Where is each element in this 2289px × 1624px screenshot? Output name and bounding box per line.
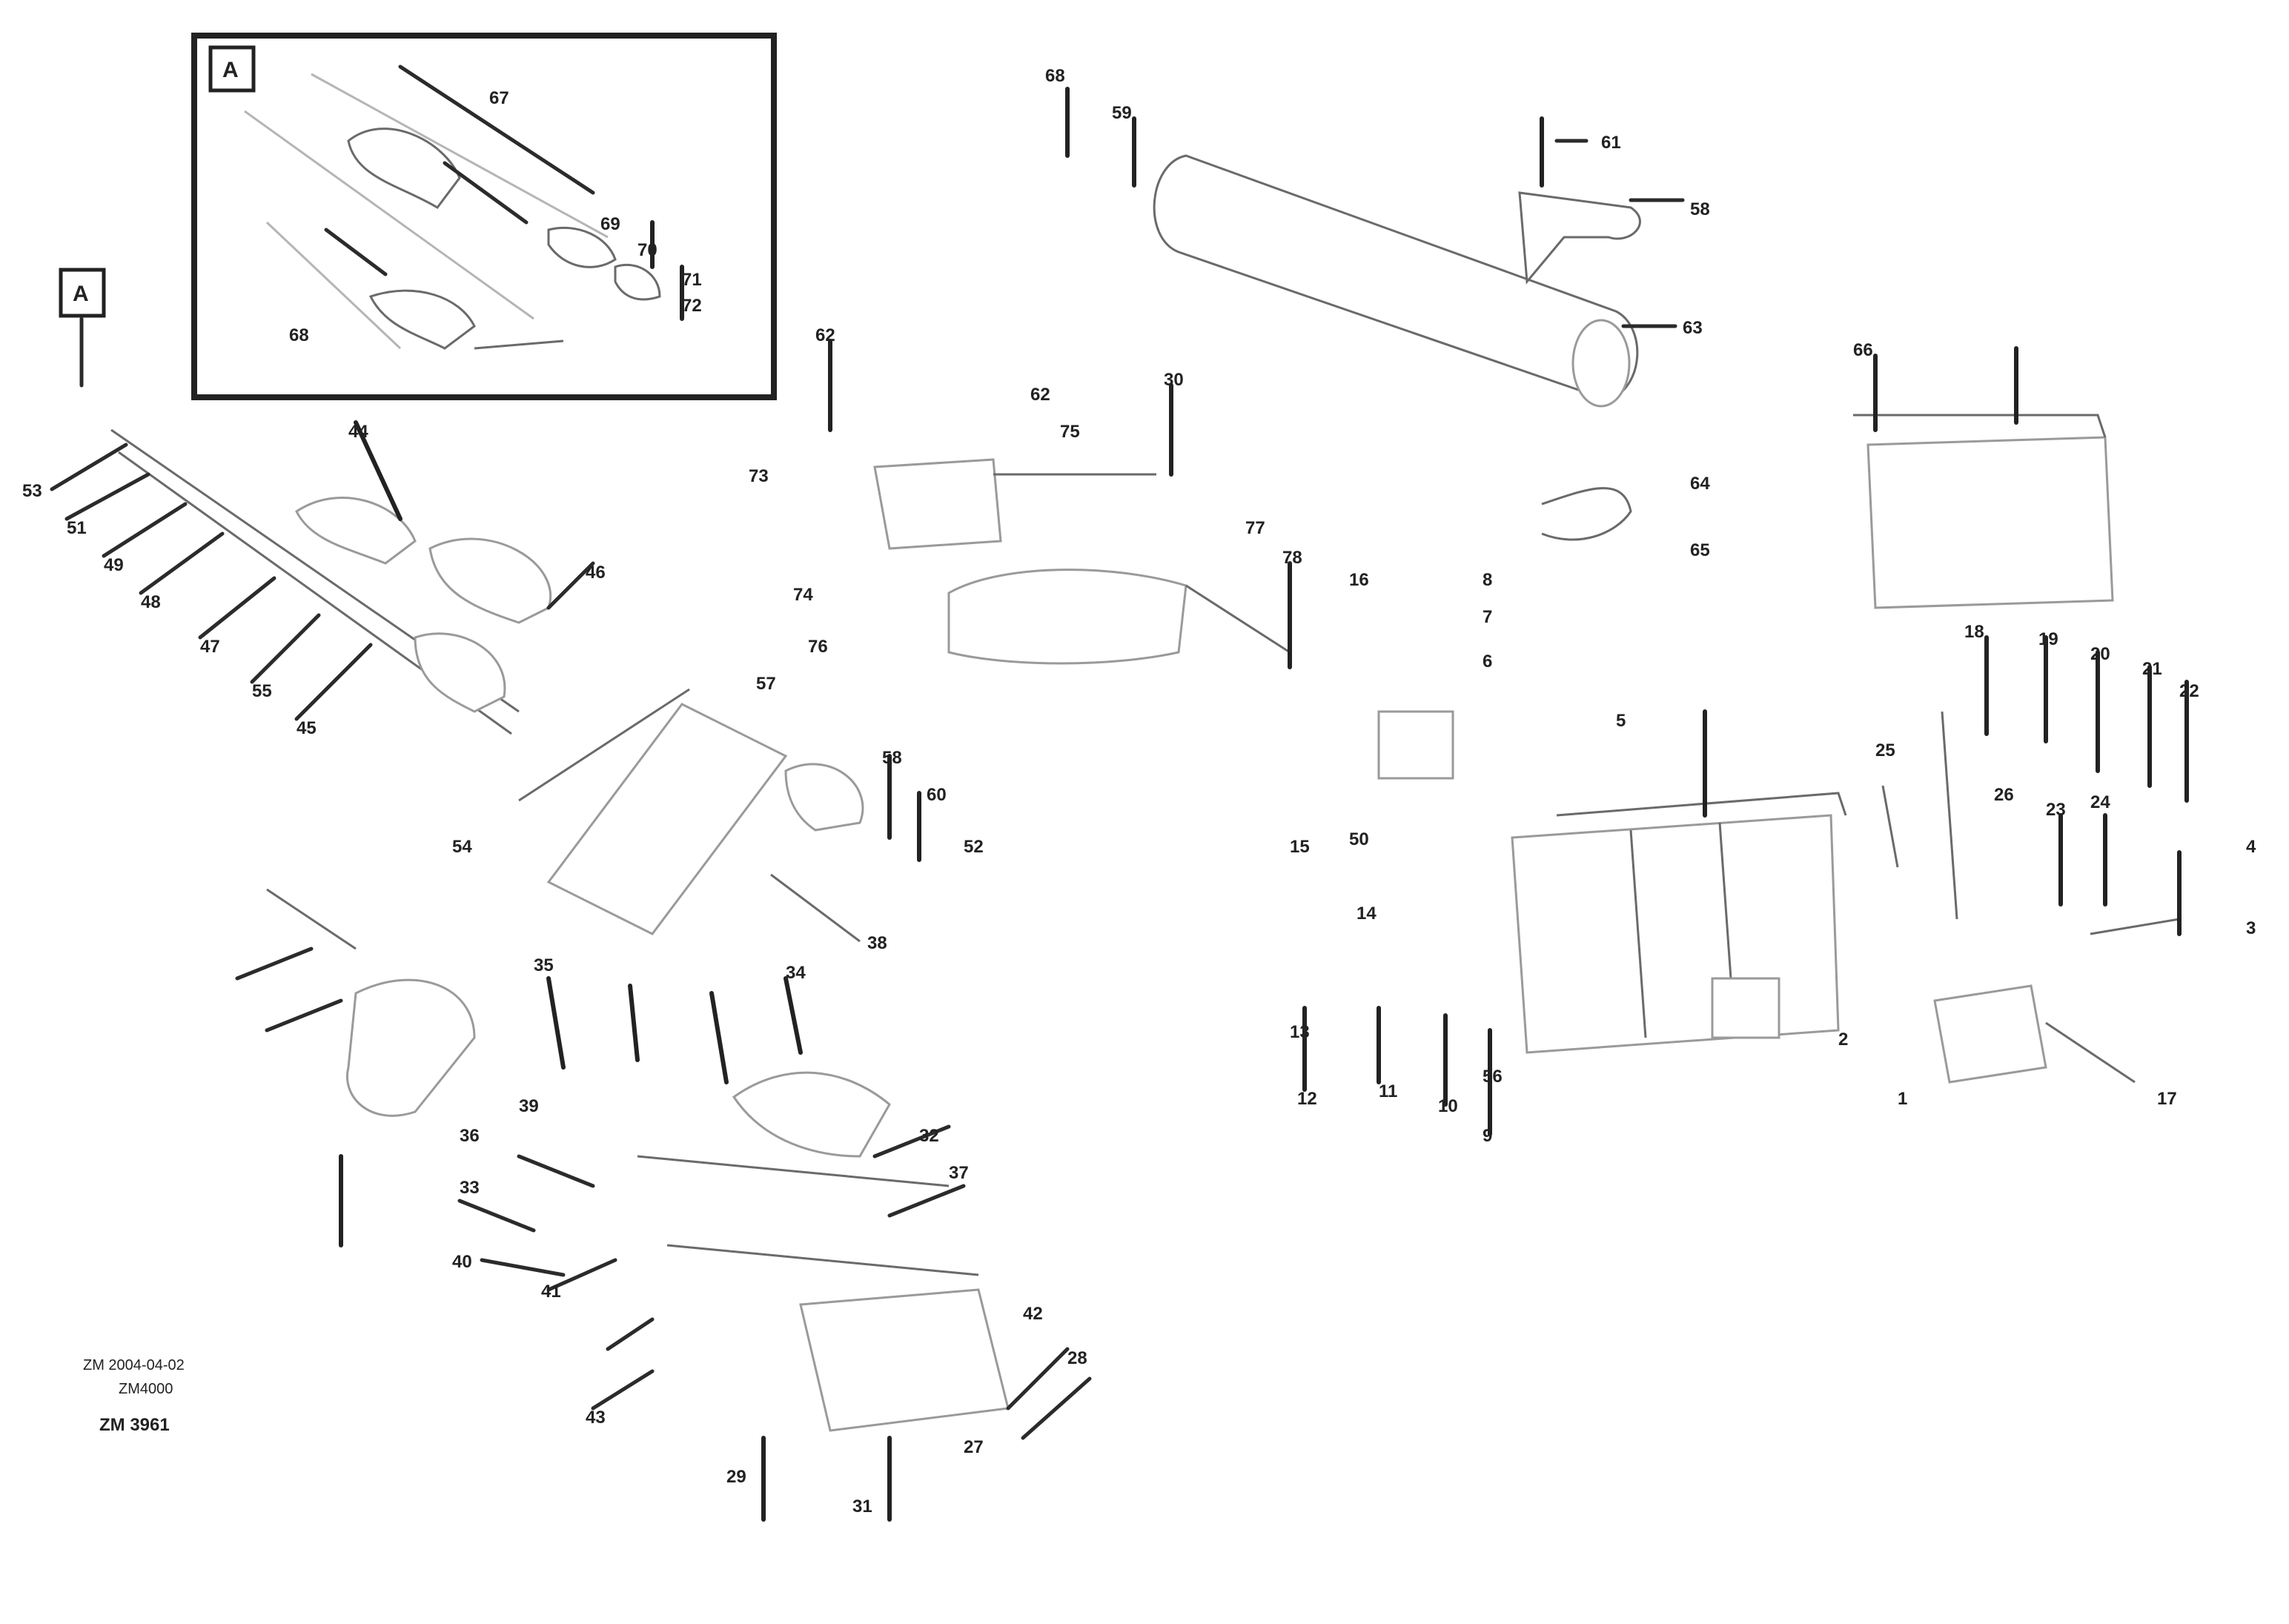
detail-label-70: 70 <box>637 240 657 260</box>
callout: 18 <box>1964 622 1984 642</box>
callout: 32 <box>919 1126 939 1146</box>
switch-assembly <box>235 888 476 1247</box>
callout: 2 <box>1838 1030 1848 1050</box>
callout: 50 <box>1349 829 1369 849</box>
callout: 68 <box>1045 66 1065 86</box>
callout: 59 <box>1112 103 1132 123</box>
valve-block <box>1302 487 2189 1136</box>
callout: 43 <box>586 1408 606 1428</box>
linkage-assembly <box>457 976 1092 1522</box>
callout: 62 <box>815 325 835 345</box>
cylinder-assembly <box>1065 87 1685 408</box>
callout: 45 <box>297 718 317 738</box>
callout: 34 <box>786 963 806 983</box>
callout: 36 <box>460 1126 480 1146</box>
callout: 19 <box>2038 629 2058 649</box>
callout: 38 <box>867 933 887 953</box>
callout: 7 <box>1483 607 1492 627</box>
callout: 15 <box>1290 837 1310 857</box>
callout: 5 <box>1616 711 1626 731</box>
callout: 8 <box>1483 570 1492 590</box>
reference-code: ZM 2004-04-02 <box>83 1357 185 1373</box>
callout: 39 <box>519 1096 539 1116</box>
callout: 54 <box>452 837 472 857</box>
callout: 27 <box>964 1437 984 1457</box>
detail-label-69: 69 <box>600 214 620 234</box>
callout: 63 <box>1683 318 1703 338</box>
callout: 42 <box>1023 1304 1043 1324</box>
callout: 62 <box>1030 385 1050 405</box>
drawing-reference: ZM 2004-04-02 ZM4000 ZM 3961 <box>83 1357 185 1435</box>
callout: 46 <box>586 563 606 583</box>
callout: 41 <box>541 1282 561 1302</box>
callout: 64 <box>1690 474 1710 494</box>
callout-labels: 68 61 59 58 63 64 65 66 53 51 49 48 47 5… <box>22 66 2256 1517</box>
callout: 24 <box>2090 792 2110 812</box>
detail-label-72: 72 <box>682 296 702 316</box>
callout: 49 <box>104 555 124 575</box>
callout: 51 <box>67 518 87 538</box>
callout: 16 <box>1349 570 1369 590</box>
callout: 30 <box>1164 370 1184 390</box>
callout: 58 <box>1690 199 1710 219</box>
callout: 17 <box>2157 1089 2177 1109</box>
callout: 37 <box>949 1163 969 1183</box>
callout: 26 <box>1994 785 2014 805</box>
detail-label-71: 71 <box>682 270 702 290</box>
callout: 4 <box>2246 837 2256 857</box>
callout: 22 <box>2179 681 2199 701</box>
callout: 21 <box>2142 659 2162 679</box>
callout: 44 <box>348 422 368 442</box>
callout: 48 <box>141 592 161 612</box>
callout: 75 <box>1060 422 1080 442</box>
pedal-assembly <box>518 688 921 943</box>
callout: 1 <box>1898 1089 1907 1109</box>
callout: 76 <box>808 637 828 657</box>
callout: 66 <box>1853 340 1873 360</box>
callout: 56 <box>1483 1067 1503 1087</box>
callout: 35 <box>534 955 554 975</box>
callout: 29 <box>726 1467 746 1487</box>
battery-box <box>1853 346 2114 609</box>
callout: 10 <box>1438 1096 1458 1116</box>
callout: 20 <box>2090 644 2110 664</box>
reference-sub: ZM4000 <box>119 1381 173 1397</box>
bracket-assembly <box>828 339 1292 669</box>
callout: 61 <box>1601 133 1621 153</box>
callout: 77 <box>1245 518 1265 538</box>
callout: 52 <box>964 837 984 857</box>
callout: 6 <box>1483 652 1492 672</box>
detail-tag-label: A <box>222 58 239 82</box>
callout: 14 <box>1356 904 1377 924</box>
callout: 57 <box>756 674 776 694</box>
callout: 25 <box>1875 740 1895 760</box>
callout: 13 <box>1290 1022 1310 1042</box>
callout: 55 <box>252 681 272 701</box>
callout: 11 <box>1379 1081 1397 1101</box>
callout: 31 <box>852 1497 872 1517</box>
callout: 47 <box>200 637 220 657</box>
callout: 12 <box>1297 1089 1317 1109</box>
callout: 60 <box>927 785 947 805</box>
callout: 9 <box>1483 1126 1492 1146</box>
callout: 3 <box>2246 918 2256 938</box>
callout: 23 <box>2046 800 2066 820</box>
callout: 28 <box>1067 1348 1087 1368</box>
callout: 58 <box>882 748 902 768</box>
callout: 53 <box>22 481 42 501</box>
callout: 73 <box>749 466 769 486</box>
detail-view-a: A 67 68 69 70 71 72 <box>191 33 777 400</box>
left-rail <box>50 420 595 735</box>
callout: 40 <box>452 1252 472 1272</box>
callout: 65 <box>1690 540 1710 560</box>
detail-label-67: 67 <box>489 88 509 108</box>
callout: 74 <box>793 585 813 605</box>
view-pointer-tag: A <box>73 282 89 306</box>
detail-label-68: 68 <box>289 325 309 345</box>
callout: 33 <box>460 1178 480 1198</box>
drawing-number: ZM 3961 <box>99 1415 170 1435</box>
callout: 78 <box>1282 548 1302 568</box>
view-pointer-a: A <box>59 268 106 388</box>
